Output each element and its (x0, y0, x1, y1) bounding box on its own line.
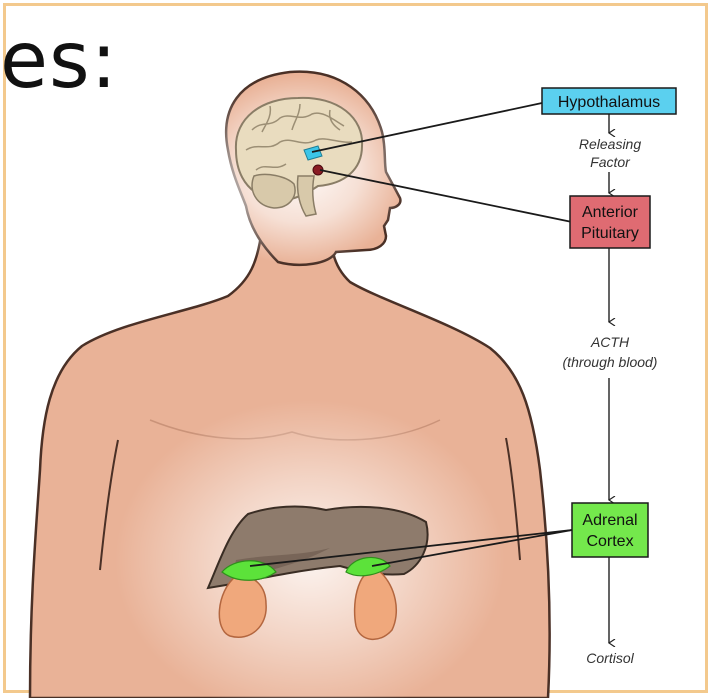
anterior-pituitary-box: Anterior Pituitary (570, 196, 650, 248)
hypothalamus-label: Hypothalamus (558, 94, 660, 111)
acth-label-line1: ACTH (590, 334, 630, 350)
releasing-factor-label-line2: Factor (590, 154, 631, 170)
svg-text:Releasing: Releasing (579, 136, 641, 152)
svg-text:(through blood): (through blood) (563, 354, 658, 370)
svg-text:Hypothalamus: Hypothalamus (558, 94, 660, 111)
adrenal-cortex-box: Adrenal Cortex (572, 503, 648, 557)
acth-label-line2: (through blood) (563, 354, 658, 370)
anterior-pituitary-label-line2: Pituitary (581, 225, 639, 242)
svg-text:Cortex: Cortex (586, 533, 633, 550)
svg-text:Cortisol: Cortisol (586, 650, 634, 666)
adrenal-cortex-label-line1: Adrenal (582, 512, 637, 529)
svg-text:Factor: Factor (590, 154, 631, 170)
svg-text:Anterior: Anterior (582, 204, 639, 221)
releasing-factor-label-line1: Releasing (579, 136, 641, 152)
svg-text:Adrenal: Adrenal (582, 512, 637, 529)
svg-text:Pituitary: Pituitary (581, 225, 639, 242)
svg-text:ACTH: ACTH (590, 334, 630, 350)
cortisol-label: Cortisol (586, 650, 634, 666)
hypothalamus-box: Hypothalamus (542, 88, 676, 114)
anterior-pituitary-label-line1: Anterior (582, 204, 639, 221)
adrenal-cortex-label-line2: Cortex (586, 533, 633, 550)
